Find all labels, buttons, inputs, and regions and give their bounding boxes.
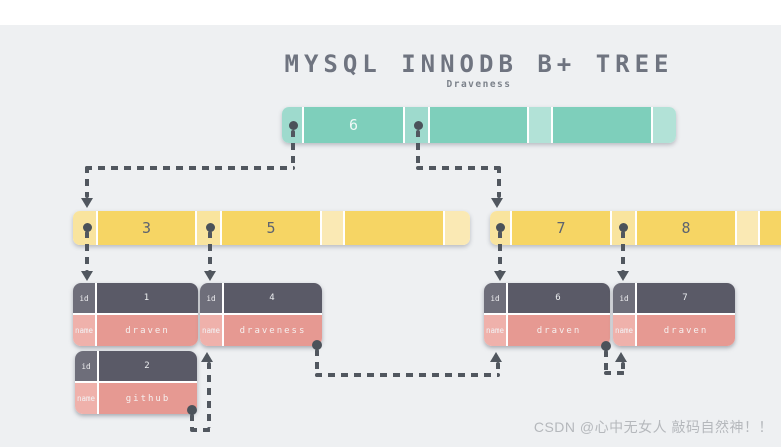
internal-key-cell: 5 [222, 211, 320, 245]
record-id-label: id [73, 283, 95, 313]
arrowhead-down-icon [617, 271, 629, 281]
edge-root-to-left [85, 166, 295, 170]
link-record4-to-record6 [315, 349, 319, 377]
root-pointer-cell-empty [529, 107, 551, 143]
link-record6-to-record7 [604, 350, 608, 373]
record-id-value: 6 [508, 283, 610, 313]
record-name-value: draven [97, 315, 198, 346]
arrowhead-up-icon [615, 352, 627, 362]
arrowhead-down-icon [494, 271, 506, 281]
record-name-value: github [99, 383, 197, 414]
edge-root-to-left [291, 130, 295, 168]
internal-pointer-cell-empty [737, 211, 758, 245]
record-link-dot [312, 340, 322, 350]
internal-key-cell: 7 [512, 211, 610, 245]
link-record4-to-record6 [496, 362, 500, 375]
root-pointer-cell-empty [653, 107, 676, 143]
internal-pointer-cell-empty [445, 211, 470, 245]
record-table-id4: id 4 name draveness [200, 283, 322, 346]
root-key-cell [553, 107, 651, 143]
record-id-label: id [200, 283, 222, 313]
record-name-value: draveness [224, 315, 322, 346]
record-id-label: id [484, 283, 506, 313]
record-id-label: id [75, 351, 97, 381]
record-table-id6: id 6 name draven [484, 283, 610, 346]
link-record6-to-record7 [604, 371, 625, 375]
edge-root-to-right [416, 130, 420, 168]
internal-pointer-cell-empty [322, 211, 343, 245]
pointer-dot [83, 223, 92, 232]
internal-key-cell: 3 [98, 211, 195, 245]
pointer-dot [619, 223, 628, 232]
root-key-cell: 6 [304, 107, 403, 143]
link-record4-to-record6 [315, 373, 500, 377]
btree-internal-node-left: 3 5 [73, 211, 470, 245]
pointer-dot [414, 121, 423, 130]
arrowhead-down-icon [81, 271, 93, 281]
record-name-label: name [73, 315, 95, 346]
record-id-value: 1 [97, 283, 198, 313]
record-table-id2: id 2 name github [75, 351, 197, 414]
record-table-id7: id 7 name draven [613, 283, 735, 346]
record-id-value: 4 [224, 283, 322, 313]
btree-internal-node-right: 7 8 [490, 211, 781, 245]
edge-left-to-record1 [85, 231, 89, 271]
edge-root-to-right [497, 166, 501, 198]
diagram-subtitle: Draveness [446, 79, 512, 90]
root-key-cell [430, 107, 527, 143]
record-name-label: name [613, 315, 635, 346]
record-name-label: name [75, 383, 97, 414]
arrowhead-down-icon [204, 271, 216, 281]
arrowhead-down-icon [81, 198, 93, 208]
edge-left-to-record4 [208, 231, 212, 271]
arrowhead-up-icon [201, 352, 213, 362]
record-id-value: 7 [637, 283, 735, 313]
internal-key-cell [345, 211, 443, 245]
pointer-dot [206, 223, 215, 232]
record-id-label: id [613, 283, 635, 313]
edge-right-to-record6 [498, 231, 502, 271]
edge-right-to-record7 [621, 231, 625, 271]
link-record2-to-record4 [190, 414, 194, 430]
record-id-value: 2 [99, 351, 197, 381]
internal-key-cell: 8 [637, 211, 735, 245]
pointer-dot [289, 121, 298, 130]
link-record2-to-record4 [190, 428, 211, 432]
btree-root-node: 6 [282, 107, 676, 143]
edge-root-to-right [416, 166, 501, 170]
arrowhead-up-icon [490, 352, 502, 362]
record-name-label: name [484, 315, 506, 346]
link-record2-to-record4 [207, 362, 211, 428]
record-link-dot [187, 405, 197, 415]
record-name-label: name [200, 315, 222, 346]
pointer-dot [496, 223, 505, 232]
watermark-text: CSDN @心中无女人 敲码自然神！！ [533, 419, 773, 435]
record-table-id1: id 1 name draven [73, 283, 198, 346]
record-name-value: draven [637, 315, 735, 346]
internal-key-cell [760, 211, 781, 245]
record-link-dot [601, 341, 611, 351]
diagram-title: MYSQL INNODB B+ TREE [284, 50, 674, 78]
link-record6-to-record7 [621, 362, 625, 373]
edge-root-to-left [85, 166, 89, 198]
record-name-value: draven [508, 315, 610, 346]
arrowhead-down-icon [491, 198, 503, 208]
